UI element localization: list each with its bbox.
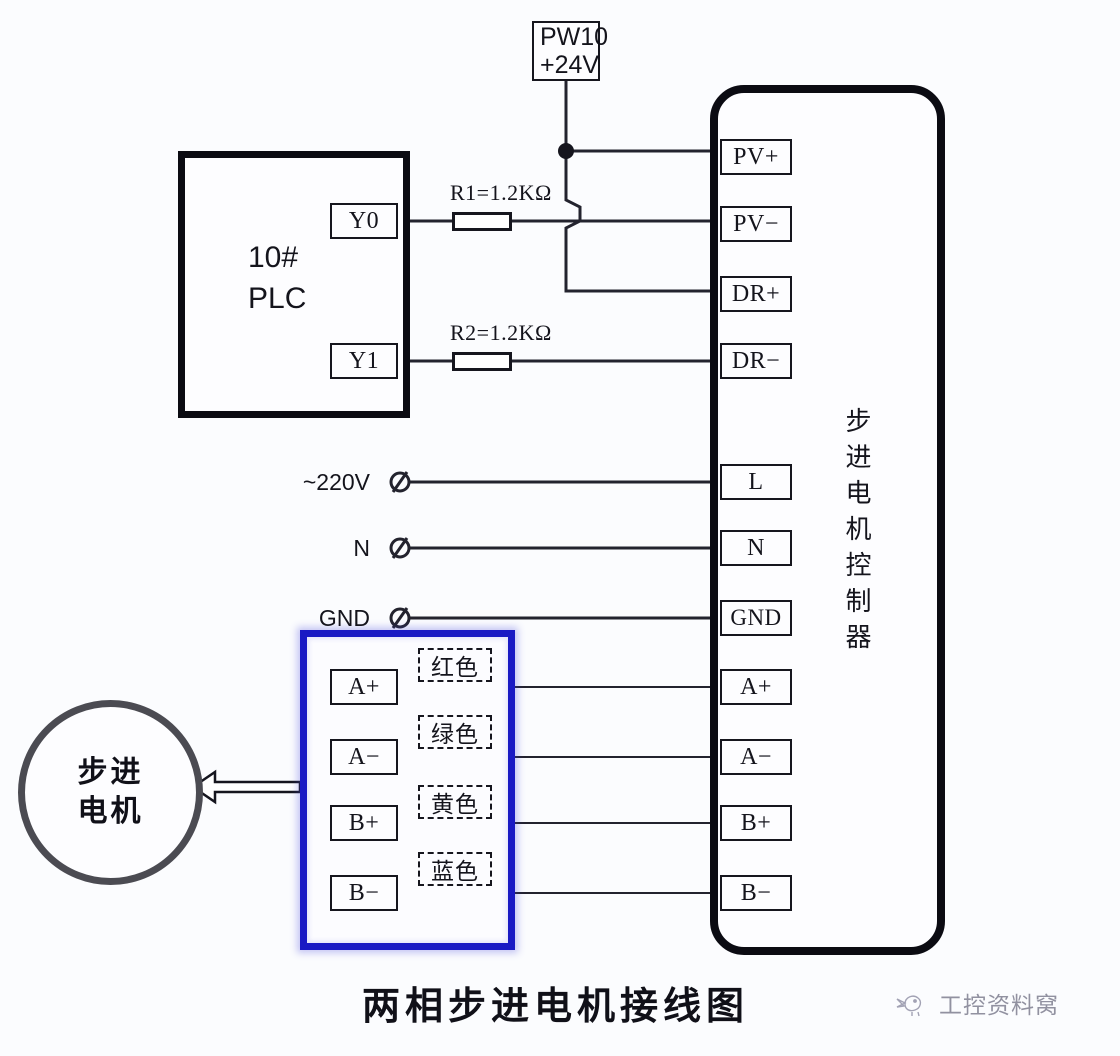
- controller-terminal-b-minus-label: B−: [740, 879, 772, 906]
- watermark: 工控资料窝: [895, 986, 1059, 1020]
- controller-terminal-dr-plus[interactable]: DR+: [720, 276, 792, 312]
- controller-terminal-l-label: L: [748, 468, 764, 495]
- mains-label-gnd: GND: [318, 605, 370, 631]
- wire-color-label-green-text: 绿色: [431, 722, 479, 747]
- mains-label-220v: ~220V: [302, 469, 370, 495]
- bird-icon: [896, 995, 922, 1017]
- controller-terminal-gnd-label: GND: [730, 605, 782, 630]
- controller-terminal-b-minus[interactable]: B−: [720, 875, 792, 911]
- controller-terminal-a-minus-label: A−: [740, 743, 772, 770]
- controller-terminal-pv-plus-label: PV+: [733, 143, 779, 170]
- controller-terminal-dr-minus-label: DR−: [731, 347, 781, 374]
- power-supply-box: PW10 +24V: [532, 21, 609, 81]
- controller-terminal-b-plus-label: B+: [740, 809, 772, 836]
- diagram-caption: 两相步进电机接线图: [362, 986, 750, 1028]
- resistor-r1-label: R1=1.2KΩ: [450, 180, 552, 205]
- stepper-motor-label: 步进 电机: [78, 754, 144, 831]
- wire-color-label-blue: 蓝色: [418, 852, 492, 886]
- terminal-block-a-plus-label: A+: [348, 673, 380, 700]
- controller-terminal-dr-minus[interactable]: DR−: [720, 343, 792, 379]
- controller-terminal-n-label: N: [747, 534, 765, 561]
- plc-type: PLC: [248, 281, 307, 315]
- stepper-motor-label-line1: 步进: [77, 756, 144, 790]
- controller-terminal-n[interactable]: N: [720, 530, 792, 566]
- motor-connection-arrow: [190, 769, 302, 805]
- plc-id: 10#: [248, 241, 299, 274]
- wire-color-label-yellow-text: 黄色: [431, 792, 479, 817]
- wire-color-label-green: 绿色: [418, 715, 492, 749]
- controller-terminal-a-plus[interactable]: A+: [720, 669, 792, 705]
- terminal-block-a-plus[interactable]: A+: [330, 669, 398, 705]
- power-supply-name: PW10: [540, 23, 609, 51]
- controller-terminal-b-plus[interactable]: B+: [720, 805, 792, 841]
- wire-color-label-yellow: 黄色: [418, 785, 492, 819]
- plc-output-y1[interactable]: Y1: [330, 343, 398, 379]
- stepper-controller-label: 步进电机控制器: [842, 407, 871, 659]
- plc-label: 10# PLC: [248, 238, 306, 319]
- wire-color-label-red: 红色: [418, 648, 492, 682]
- controller-terminal-dr-plus-label: DR+: [731, 280, 781, 307]
- controller-terminal-pv-plus[interactable]: PV+: [720, 139, 792, 175]
- terminal-block-b-plus-label: B+: [348, 809, 380, 836]
- junction-dot-24v: [558, 143, 574, 159]
- controller-terminal-gnd[interactable]: GND: [720, 600, 792, 636]
- resistor-r2-label: R2=1.2KΩ: [450, 320, 552, 345]
- wire-color-label-blue-text: 蓝色: [431, 859, 479, 884]
- plc-output-y0[interactable]: Y0: [330, 203, 398, 239]
- resistor-r1: [452, 212, 512, 231]
- controller-terminal-a-minus[interactable]: A−: [720, 739, 792, 775]
- controller-terminal-a-plus-label: A+: [740, 673, 772, 700]
- terminal-block-b-minus-label: B−: [348, 879, 380, 906]
- mains-label-n: N: [353, 535, 370, 561]
- terminal-block-b-plus[interactable]: B+: [330, 805, 398, 841]
- wire-color-label-red-text: 红色: [431, 655, 479, 680]
- plc-output-y1-label: Y1: [348, 347, 380, 374]
- controller-terminal-pv-minus-label: PV−: [733, 210, 779, 237]
- terminal-block-a-minus[interactable]: A−: [330, 739, 398, 775]
- watermark-text: 工控资料窝: [939, 993, 1059, 1018]
- terminal-block-a-minus-label: A−: [348, 743, 380, 770]
- controller-terminal-l[interactable]: L: [720, 464, 792, 500]
- stepper-motor-label-line2: 电机: [77, 794, 144, 828]
- stepper-motor-symbol: 步进 电机: [18, 700, 203, 885]
- terminal-block-b-minus[interactable]: B−: [330, 875, 398, 911]
- resistor-r2: [452, 352, 512, 371]
- plc-output-y0-label: Y0: [348, 207, 380, 234]
- power-supply-voltage: +24V: [540, 51, 600, 79]
- controller-terminal-pv-minus[interactable]: PV−: [720, 206, 792, 242]
